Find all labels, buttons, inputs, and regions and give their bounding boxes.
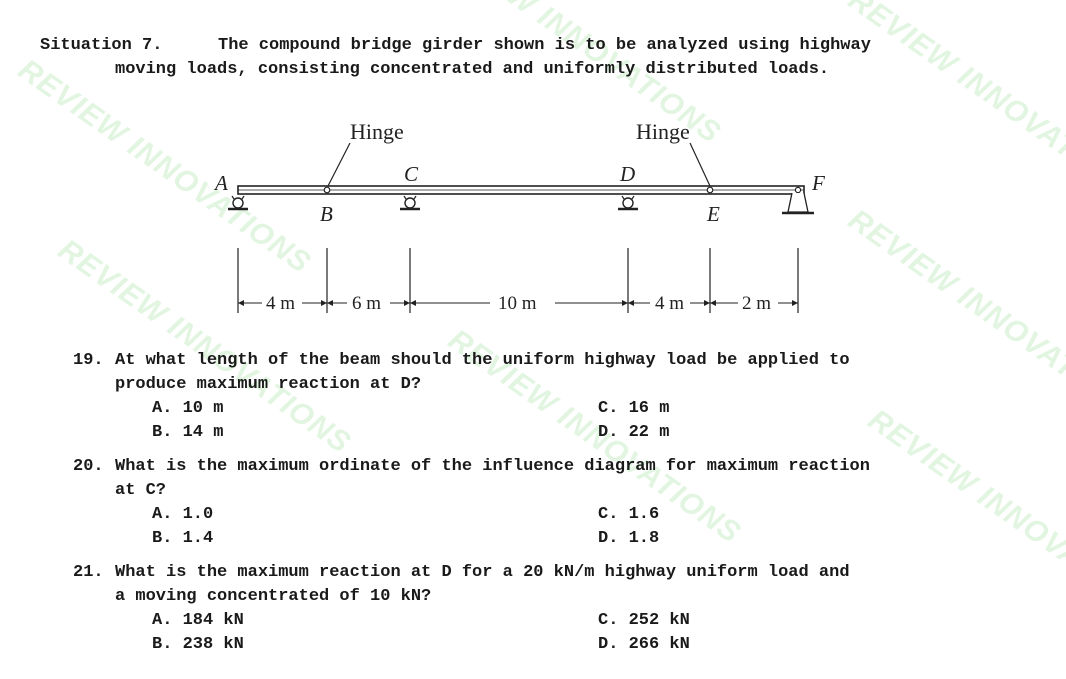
- question-19-text-line1: At what length of the beam should the un…: [115, 351, 850, 370]
- dimension-bc: 6 m: [352, 293, 381, 314]
- dimension-ab: 4 m: [266, 293, 295, 314]
- point-label-c: C: [404, 162, 419, 186]
- point-label-f: F: [811, 171, 825, 195]
- question-20-option-c: C. 1.6: [598, 505, 660, 524]
- hinge-b: [323, 186, 331, 194]
- question-21-text-line1: What is the maximum reaction at D for a …: [115, 563, 850, 582]
- dimension-cd: 10 m: [498, 293, 537, 314]
- situation-text-line2: moving loads, consisting concentrated an…: [115, 60, 830, 79]
- roller-support-d: [618, 195, 638, 211]
- roller-support-a: [228, 195, 248, 211]
- watermark: REVIEW INNOVATIONS: [862, 403, 1066, 631]
- question-19-option-d: D. 22 m: [598, 423, 670, 442]
- question-20-option-a: A. 1.0: [152, 505, 214, 524]
- question-19-option-a: A. 10 m: [152, 399, 224, 418]
- question-19-option-c: C. 16 m: [598, 399, 670, 418]
- point-label-b: B: [320, 202, 333, 226]
- question-21-option-b: B. 238 kN: [152, 635, 244, 654]
- question-21-option-c: C. 252 kN: [598, 611, 690, 630]
- roller-support-c: [400, 195, 420, 211]
- bridge-girder-figure: Hinge Hinge A B C D E F 4 m: [213, 119, 825, 314]
- question-19-number: 19.: [73, 351, 104, 370]
- question-20-option-b: B. 1.4: [152, 529, 214, 548]
- question-21-option-d: D. 266 kN: [598, 635, 690, 654]
- hinge-label-left: Hinge: [350, 119, 404, 144]
- question-19-option-b: B. 14 m: [152, 423, 224, 442]
- hinge-e-leader: [689, 142, 711, 187]
- dimension-ef: 2 m: [742, 293, 771, 314]
- question-20-option-d: D. 1.8: [598, 529, 660, 548]
- question-20-text-line1: What is the maximum ordinate of the infl…: [115, 457, 870, 476]
- point-label-d: D: [619, 162, 635, 186]
- question-20-text-line2: at C?: [115, 481, 167, 500]
- hinge-label-right: Hinge: [636, 119, 690, 144]
- dimension-arrows: [238, 300, 798, 306]
- situation-text-line1: The compound bridge girder shown is to b…: [218, 36, 871, 55]
- hinge-b-leader: [327, 142, 351, 187]
- hinge-e: [706, 186, 714, 194]
- question-20-number: 20.: [73, 457, 104, 476]
- pin-support-f: [782, 186, 814, 215]
- dimension-de: 4 m: [655, 293, 684, 314]
- situation-label: Situation 7.: [40, 36, 163, 55]
- question-19-text-line2: produce maximum reaction at D?: [115, 375, 422, 394]
- question-21-option-a: A. 184 kN: [152, 611, 244, 630]
- dimension-ticks: [237, 248, 799, 313]
- question-21-text-line2: a moving concentrated of 10 kN?: [115, 587, 432, 606]
- question-21-number: 21.: [73, 563, 104, 582]
- point-label-e: E: [706, 202, 720, 226]
- point-label-a: A: [213, 171, 228, 195]
